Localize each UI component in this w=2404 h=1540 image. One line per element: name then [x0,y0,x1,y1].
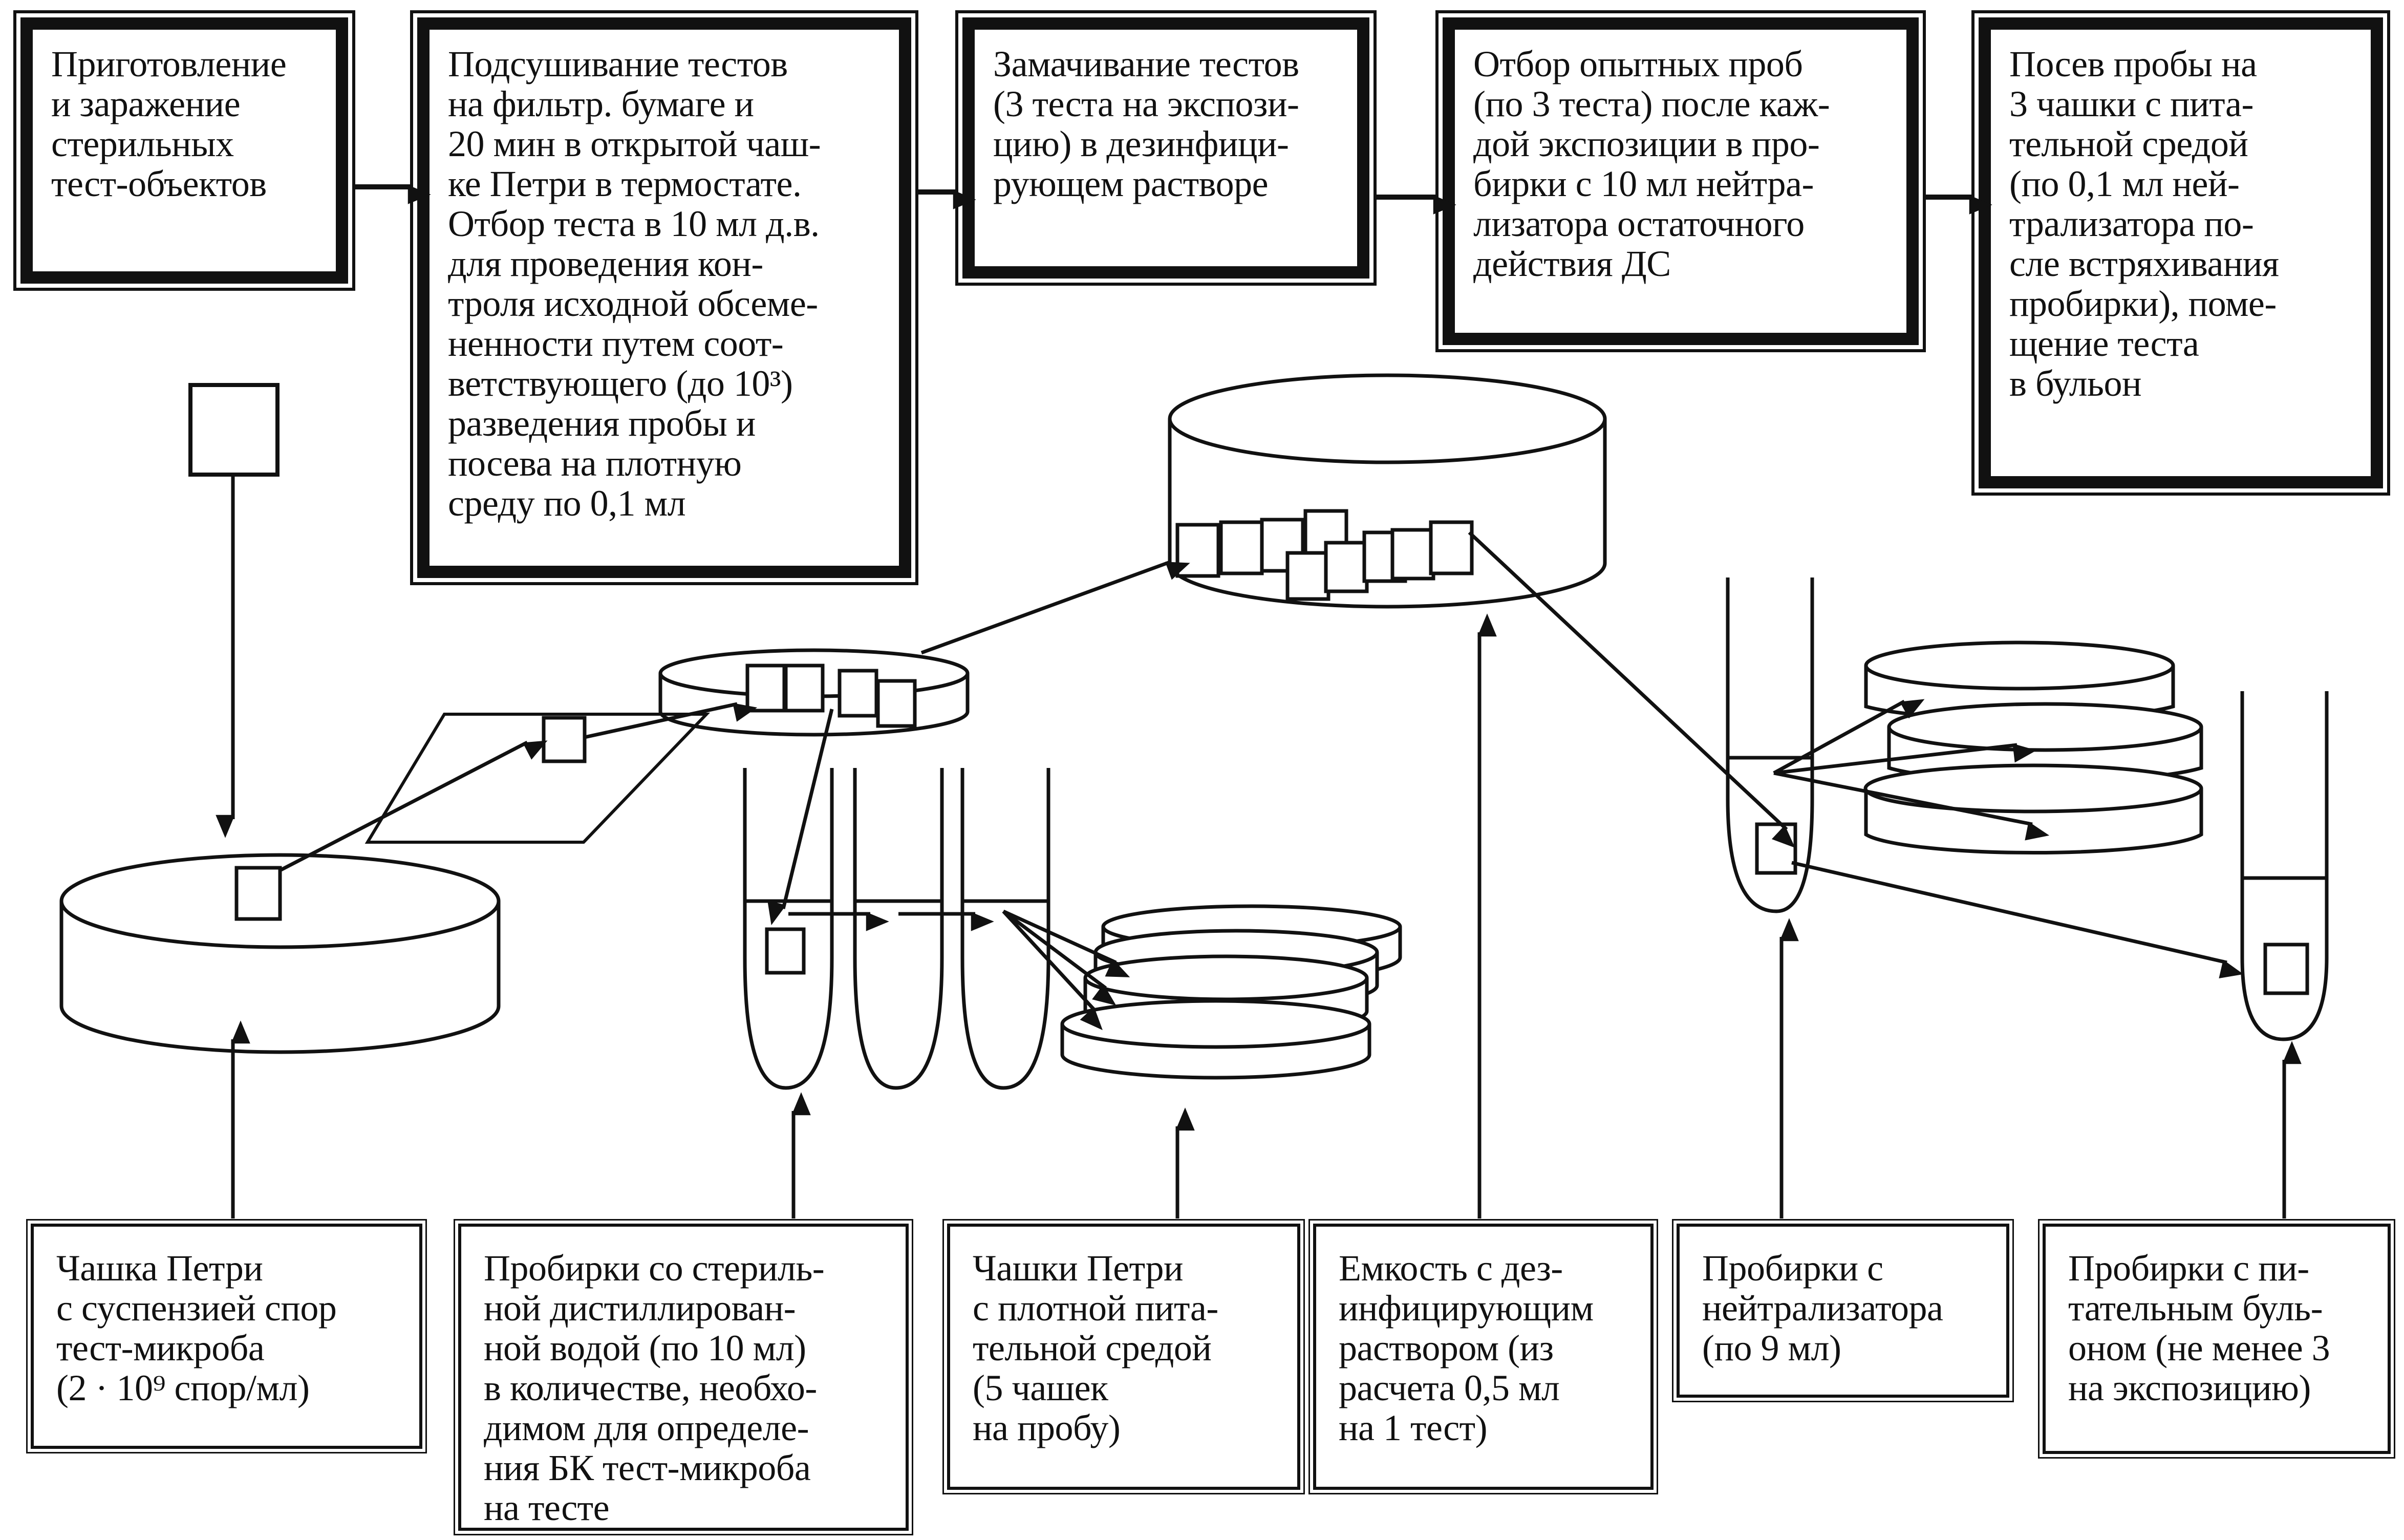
label-petri-dense-text: Чашки Петри с плотной пита- тельной сред… [973,1248,1218,1448]
label-tubes-neutralizer-text: Пробирки с нейтрализатора (по 9 мл) [1702,1248,1943,1368]
arrow-neutralizer-to-broth [1791,861,2244,979]
step-box-soaking: Замачивание тестов (3 теста на экспози- … [955,10,1377,286]
step-prepare-text: Приготовление и заражение стерильных тес… [51,44,287,204]
broth-tube [2240,691,2329,1041]
label-box-petri-suspension: Чашка Петри с суспензией спор тест-микро… [26,1219,427,1453]
step-box-drying: Подсушивание тестов на фильтр. бумаге и … [410,10,918,585]
step-drying-text: Подсушивание тестов на фильтр. бумаге и … [448,44,821,524]
label-disinfectant-vessel-text: Емкость с дез- инфицирующим раствором (и… [1339,1248,1594,1448]
step-box-prepare: Приготовление и заражение стерильных тес… [13,10,355,291]
petri-dishes-seeding [1863,640,2203,855]
step-seeding-text: Посев пробы на 3 чашки с пита- тельной с… [2009,44,2279,404]
top-flow-arrows [352,184,1992,215]
test-object-square [188,383,280,477]
label-box-petri-dense: Чашки Петри с плотной пита- тельной сред… [942,1219,1305,1494]
arrow-vessel-to-neutralizer [1468,531,1795,848]
label-box-tubes-broth: Пробирки с пи- тательным буль- оном (не … [2038,1219,2395,1459]
label-box-disinfectant-vessel: Емкость с дез- инфицирующим раствором (и… [1308,1219,1658,1494]
arrow-dish-to-paper [279,740,548,872]
arrows-tube-to-dishes [1002,909,1130,1031]
petri-dish-suspension [59,853,501,1054]
water-tubes [743,768,1050,1090]
label-box-tubes-neutralizer: Пробирки с нейтрализатора (по 9 мл) [1672,1219,2014,1402]
label-box-tubes-water: Пробирки со стериль- ной дистиллирован- … [454,1219,913,1535]
label-tubes-broth-text: Пробирки с пи- тательным буль- оном (не … [2068,1248,2330,1408]
step-soaking-text: Замачивание тестов (3 теста на экспози- … [993,44,1299,204]
label-tubes-water-text: Пробирки со стериль- ной дистиллирован- … [484,1248,825,1528]
arrow-drying-dish-to-tube [767,709,834,926]
step-box-seeding: Посев пробы на 3 чашки с пита- тельной с… [1971,10,2390,496]
arrow-paper-to-drying-dish [584,702,758,739]
neutralizer-tube [1726,578,1814,913]
test-square-in-dish [234,866,282,921]
step-box-sampling: Отбор опытных проб (по 3 теста) после ка… [1435,10,1926,352]
arrows-neutralizer-to-dishes [1773,699,2050,841]
label-petri-suspension-text: Чашка Петри с суспензией спор тест-микро… [56,1248,337,1408]
arrow-drying-dish-to-vessel [920,560,1190,655]
step-sampling-text: Отбор опытных проб (по 3 теста) после ка… [1473,44,1830,284]
petri-dish-drying [658,648,970,737]
filter-paper [364,713,711,844]
petri-dishes-dense-medium [1060,904,1402,1080]
disinfectant-vessel [1168,373,1607,609]
test-square-on-paper [542,716,587,763]
